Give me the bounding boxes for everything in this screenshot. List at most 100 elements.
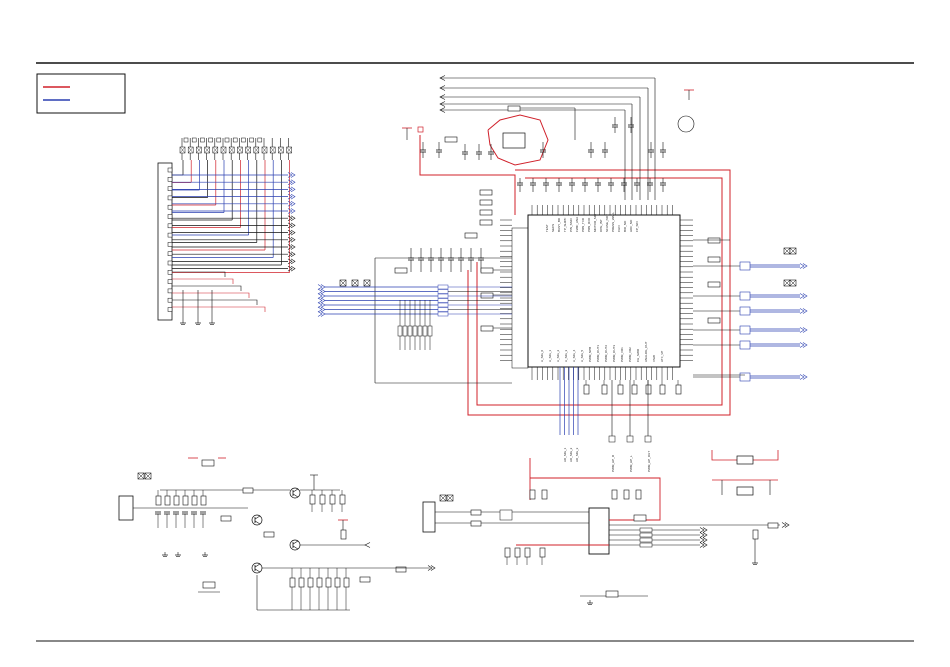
mcu-label-bottom: A_SIG_5 [580, 349, 584, 362]
transistor-lead [292, 493, 299, 498]
test-point-x [137, 472, 145, 480]
transistor-lead [292, 540, 299, 545]
connector-pin [167, 186, 173, 191]
test-point [363, 279, 371, 287]
arrow-right [702, 532, 708, 538]
test-point-x [339, 279, 347, 287]
resistor [155, 495, 162, 506]
arrow-right [287, 251, 293, 257]
series-resistor [480, 267, 494, 274]
blue-resistor-pack [739, 325, 751, 335]
connector-pin [167, 214, 173, 219]
resistor [504, 547, 511, 558]
arrow-right [290, 222, 296, 229]
resistor [343, 577, 350, 588]
red-pad [417, 126, 424, 133]
fuse [605, 590, 619, 598]
resistor [752, 529, 759, 540]
test-point [439, 494, 447, 502]
test-point-x [789, 279, 797, 287]
mcu-label-bottom: A_SIG_0 [540, 349, 544, 362]
connector-pin [167, 307, 173, 312]
connector-pin [167, 251, 173, 256]
capacitor [182, 511, 188, 515]
connector-pin [167, 204, 173, 210]
bias-resistor [479, 189, 493, 196]
arrow-right [699, 542, 705, 548]
arrow-right [290, 215, 296, 221]
arrow-right [287, 229, 293, 236]
test-pad [608, 435, 616, 443]
connector-pin [167, 279, 173, 284]
bias-resistor [394, 267, 408, 274]
fuse-bottom [202, 581, 216, 589]
array-x [270, 146, 276, 154]
connector-fanout [172, 160, 296, 325]
arrow-right [287, 186, 293, 193]
arrow-right [290, 237, 296, 243]
arrow-right [802, 293, 808, 299]
blue-resistor [437, 293, 449, 299]
resistor [529, 489, 536, 500]
mcu-label-top: FP_SIN [635, 221, 639, 232]
blue-resistor [437, 289, 449, 294]
arrow-right [290, 244, 296, 250]
array-pad [249, 137, 254, 143]
array-x [196, 146, 202, 154]
test-pad [626, 435, 634, 443]
crystal [502, 132, 526, 149]
resistor [340, 529, 347, 540]
arrow-right [290, 186, 296, 193]
array-x [188, 146, 194, 154]
connector-top-array [179, 137, 292, 160]
connector-pin [167, 260, 173, 266]
mcu-label-bottom: PWM_OUT1 [596, 345, 600, 362]
blue-resistor-pack [739, 340, 751, 350]
right-blue-nets [693, 237, 808, 382]
fuse-right [736, 455, 754, 465]
connector-pin [167, 232, 173, 238]
capacitor [517, 182, 523, 186]
mcu-label-top: SFUSE_NOT [605, 214, 609, 232]
arrow-right [287, 244, 293, 250]
net-label-adc-1: AD_SIG_1 [563, 447, 567, 462]
arrow-right [799, 293, 805, 299]
arrow-right [287, 193, 293, 200]
resistor [182, 495, 189, 506]
connector-pin [167, 167, 173, 173]
resistor [289, 577, 296, 588]
net-label-pwm-1: PWM_HP_R [611, 454, 615, 472]
resistor [359, 576, 371, 583]
capacitor [488, 151, 494, 155]
array-pad [241, 137, 246, 143]
test-point [446, 494, 454, 502]
arrow-right [317, 297, 323, 304]
capacitor [420, 149, 426, 153]
transistor [251, 514, 263, 526]
arrow-right [317, 284, 323, 290]
resistor [334, 577, 341, 588]
array-x [229, 146, 235, 154]
io-connector [422, 501, 436, 533]
resistor-pack [499, 509, 513, 521]
fanout-return [172, 306, 266, 312]
connector-pin [167, 270, 173, 275]
bias-resistor [479, 209, 493, 216]
mcu-label-bottom: PWM_VR1 [620, 347, 624, 362]
fuse-right [736, 486, 754, 496]
transistor-body [251, 514, 263, 526]
series-resistor [480, 325, 494, 332]
resistor [539, 547, 546, 558]
resistor [633, 514, 647, 522]
net-label-pwm-3: PWM_HP_OUT [647, 451, 651, 472]
mcu-label-top: PRESS_WALL [611, 212, 615, 232]
arrow-right [699, 532, 705, 538]
array-pad [257, 137, 263, 143]
arrow-right [702, 542, 708, 548]
interface-ic [588, 507, 610, 555]
arrow-right [799, 374, 805, 380]
arrow-right [290, 172, 296, 178]
mcu-label-top: HDF_NO [629, 219, 633, 232]
capacitor [660, 149, 666, 153]
mcu-label-bottom: CH_SWR [636, 348, 640, 362]
